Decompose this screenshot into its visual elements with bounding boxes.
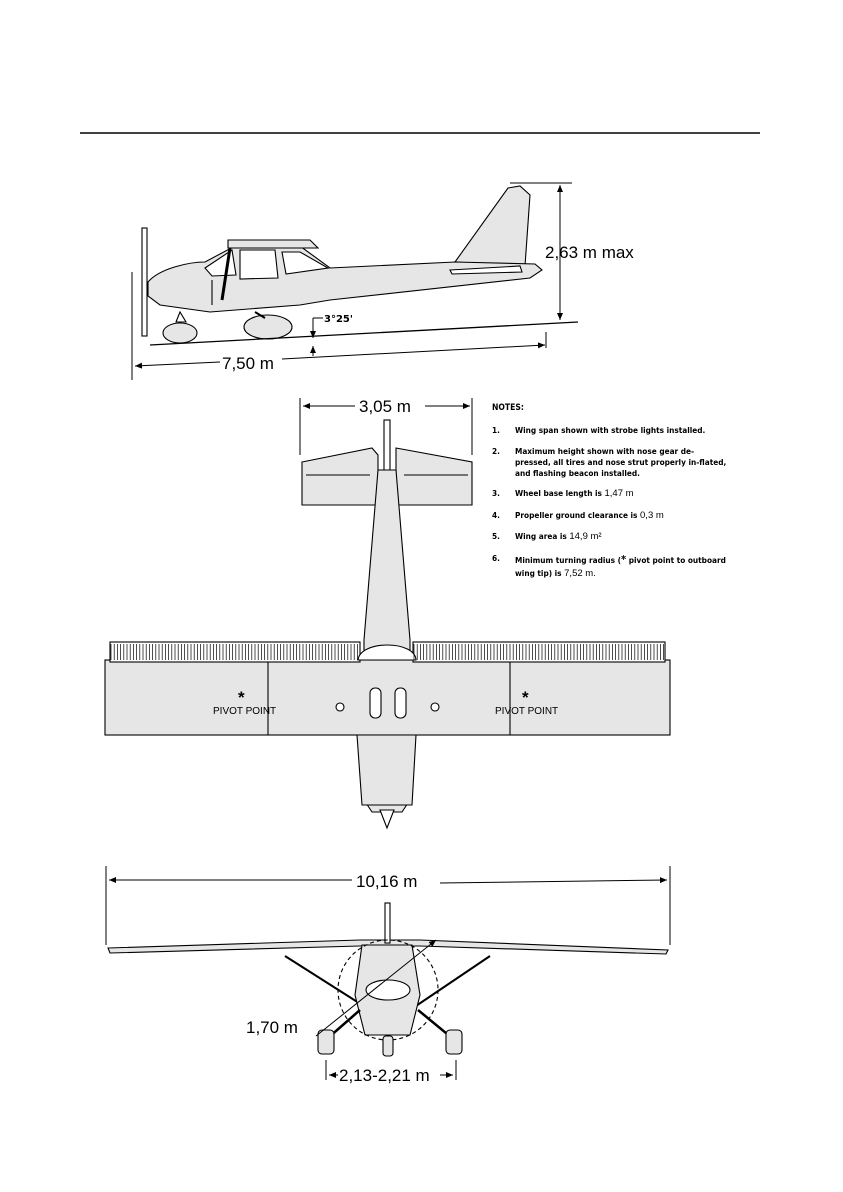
- pivot-symbol-left: *: [238, 688, 245, 707]
- length-label: 7,50 m: [222, 354, 274, 373]
- note-text: Wing area is 14,9 m²: [515, 531, 727, 544]
- stabilizer-left: [301, 447, 379, 506]
- vertical-tail: [453, 185, 531, 267]
- nose-wheel-front: [382, 1035, 394, 1057]
- note-number: 3.: [492, 487, 500, 498]
- cowl-top: [356, 734, 417, 806]
- notes-panel: NOTES: 1. Wing span shown with strobe li…: [492, 403, 727, 590]
- side-dimensions: [131, 182, 572, 380]
- front-dimensions: [105, 866, 671, 1080]
- note-2: 2. Maximum height shown with nose gear d…: [492, 446, 727, 479]
- note-number: 2.: [492, 445, 500, 456]
- note-text: Minimum turning radius (* pivot point to…: [515, 553, 727, 581]
- main-wheel-side: [243, 314, 293, 340]
- note-text: Wheel base length is 1,47 m: [515, 488, 727, 501]
- note-number: 1.: [492, 425, 500, 436]
- top-dimensions: [299, 398, 473, 455]
- note-value: 7,52 m.: [564, 568, 596, 579]
- wing-top: [104, 659, 671, 736]
- stabilizer-right: [395, 447, 473, 506]
- front-view: [107, 902, 669, 1057]
- notes-title: NOTES:: [492, 403, 524, 413]
- note-4: 4. Propeller ground clearance is 0,3 m: [492, 510, 727, 523]
- nose-wheel-side: [162, 322, 198, 344]
- note-5: 5. Wing area is 14,9 m²: [492, 531, 727, 544]
- pivot-label-left: PIVOT POINT: [213, 706, 276, 717]
- note-number: 4.: [492, 509, 500, 520]
- note-number: 5.: [492, 531, 500, 542]
- wing-span-label: 10,16 m: [356, 872, 417, 891]
- note-text: Maximum height shown with nose gear de-p…: [515, 445, 727, 478]
- note-value: 0,3 m: [640, 509, 664, 521]
- note-value: 1,47 m: [604, 487, 634, 499]
- note-label: Propeller ground clearance is: [515, 509, 638, 520]
- wing-hatching: [110, 644, 664, 660]
- propeller-side: [141, 227, 148, 337]
- note-number: 6.: [492, 553, 500, 564]
- note-1: 1. Wing span shown with strobe lights in…: [492, 425, 727, 436]
- note-3: 3. Wheel base length is 1,47 m: [492, 488, 727, 501]
- rear-window: [281, 251, 330, 275]
- note-6: 6. Minimum turning radius (* pivot point…: [492, 553, 727, 581]
- note-label: Wheel base length is: [515, 487, 602, 498]
- cabin-window: [239, 249, 279, 280]
- note-label: Minimum turning radius (: [515, 555, 621, 566]
- note-label: pivot point to outboard wing tip) is: [515, 555, 726, 578]
- pivot-symbol-right: *: [522, 688, 529, 707]
- wheel-left: [317, 1029, 335, 1055]
- prop-clearance-label: 1,70 m: [246, 1018, 298, 1037]
- track-label: 2,13-2,21 m: [339, 1066, 430, 1085]
- spinner-top: [379, 809, 395, 830]
- wheel-right: [445, 1029, 463, 1055]
- wing-side: [227, 239, 320, 249]
- note-label: Wing area is: [515, 531, 567, 542]
- note-value: 14,9 m²: [569, 531, 602, 543]
- height-label: 2,63 m max: [545, 243, 634, 262]
- side-view: [141, 185, 579, 346]
- note-text: Propeller ground clearance is 0,3 m: [515, 510, 727, 523]
- note-text: Wing span shown with strobe lights insta…: [515, 425, 706, 436]
- flap-hatch-left: [109, 641, 361, 663]
- pivot-star-icon: *: [621, 553, 627, 567]
- angle-label: 3°25': [324, 314, 353, 325]
- pivot-label-right: PIVOT POINT: [495, 706, 558, 717]
- tail-span-label: 3,05 m: [359, 397, 411, 416]
